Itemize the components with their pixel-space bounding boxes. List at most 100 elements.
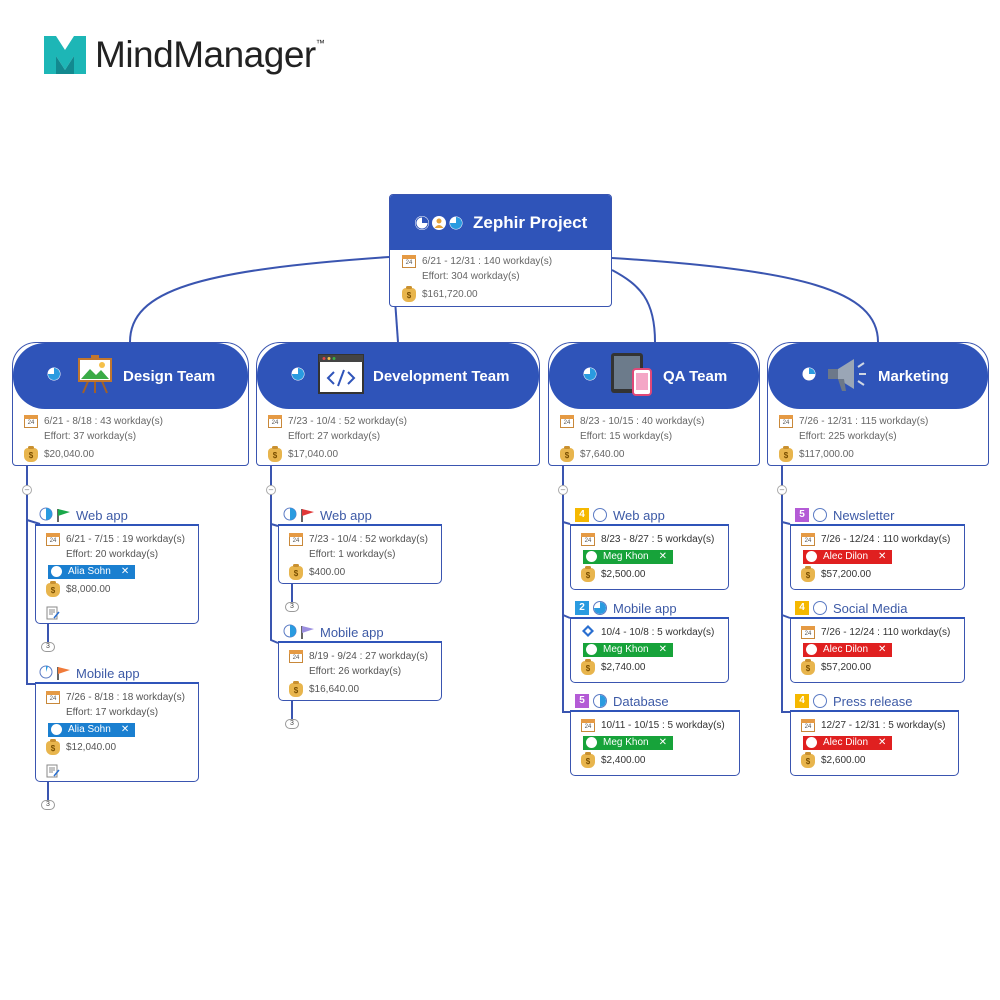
money-bag-icon: $ bbox=[581, 565, 595, 582]
subtopic-dates: 7/26 - 12/24 : 110 workday(s) bbox=[821, 627, 951, 638]
subtopic-design-mobile-app[interactable]: Mobile app bbox=[39, 664, 140, 682]
remove-resource-icon[interactable]: ✕ bbox=[878, 644, 887, 655]
jira-diamond-icon bbox=[581, 624, 595, 641]
collapsed-count[interactable]: 3 bbox=[285, 719, 299, 729]
team-effort: Effort: 15 workday(s) bbox=[580, 431, 673, 442]
team-dates: 7/26 - 12/31 : 115 workday(s) bbox=[799, 416, 929, 427]
subtopic-qa-web-app[interactable]: 4 Web app bbox=[575, 506, 665, 524]
resource-name: Alec Dilon bbox=[823, 551, 869, 562]
remove-resource-icon[interactable]: ✕ bbox=[120, 724, 130, 735]
remove-resource-icon[interactable]: ✕ bbox=[878, 551, 887, 562]
progress-75-icon bbox=[583, 367, 597, 386]
collapsed-count[interactable]: 3 bbox=[41, 642, 55, 652]
resource-tag-alec-dilon[interactable]: Alec Dilon ✕ bbox=[803, 642, 893, 657]
team-effort: Effort: 27 workday(s) bbox=[288, 431, 381, 442]
collapse-toggle[interactable]: – bbox=[266, 485, 276, 495]
remove-resource-icon[interactable]: ✕ bbox=[878, 737, 887, 748]
collapse-toggle[interactable]: – bbox=[22, 485, 32, 495]
progress-50-icon bbox=[283, 507, 297, 524]
resource-tag-alia-sohn[interactable]: Alia Sohn✕ bbox=[48, 722, 136, 737]
calendar-icon: 24 bbox=[779, 415, 793, 428]
remove-resource-icon[interactable]: ✕ bbox=[658, 644, 667, 655]
resource-tag-alia-sohn[interactable]: Alia Sohn ✕ bbox=[48, 564, 136, 579]
user-icon bbox=[51, 566, 62, 577]
money-bag-icon: $ bbox=[24, 445, 38, 462]
notes-icon[interactable] bbox=[46, 764, 60, 778]
money-bag-icon: $ bbox=[801, 658, 815, 675]
resource-name: Alec Dilon bbox=[823, 644, 869, 655]
subtopic-dates: 8/19 - 9/24 : 27 workday(s) bbox=[309, 651, 428, 662]
resource-tag-meg-khon[interactable]: Meg Khon✕ bbox=[583, 642, 673, 657]
progress-0-icon bbox=[813, 694, 827, 708]
subtopic-design-web-app[interactable]: Web app bbox=[39, 506, 128, 524]
subtopic-cost: $400.00 bbox=[309, 567, 346, 578]
priority-5-icon: 5 bbox=[795, 508, 809, 522]
team-dates: 6/21 - 8/18 : 43 workday(s) bbox=[44, 416, 163, 427]
money-bag-icon: $ bbox=[289, 680, 303, 697]
subtopic-effort: Effort: 26 workday(s) bbox=[309, 666, 402, 677]
subtopic-qa-database[interactable]: 5 Database bbox=[575, 692, 669, 710]
subtopic-cost: $2,600.00 bbox=[821, 755, 866, 766]
subtopic-qa-mobile-app[interactable]: 2 Mobile app bbox=[575, 599, 677, 617]
money-bag-icon: $ bbox=[801, 565, 815, 582]
user-icon bbox=[806, 737, 817, 748]
subtopic-marketing-newsletter[interactable]: 5 Newsletter bbox=[795, 506, 894, 524]
user-icon bbox=[806, 644, 817, 655]
progress-0-icon bbox=[593, 508, 607, 522]
remove-resource-icon[interactable]: ✕ bbox=[120, 566, 130, 577]
resource-name: Alia Sohn bbox=[68, 566, 111, 577]
money-bag-icon: $ bbox=[289, 563, 303, 580]
team-dates: 7/23 - 10/4 : 52 workday(s) bbox=[288, 416, 407, 427]
subtopic-dates: 8/23 - 8/27 : 5 workday(s) bbox=[601, 534, 715, 545]
subtopic-dates: 7/26 - 8/18 : 18 workday(s) bbox=[66, 692, 185, 703]
root-cost-row: $$161,720.00 bbox=[402, 285, 611, 302]
collapse-toggle[interactable]: – bbox=[777, 485, 787, 495]
subtopic-title: Web app bbox=[76, 507, 128, 523]
subtopic-dates: 12/27 - 12/31 : 5 workday(s) bbox=[821, 720, 946, 731]
collapsed-count[interactable]: 3 bbox=[41, 800, 55, 810]
subtopic-title: Web app bbox=[320, 507, 372, 523]
remove-resource-icon[interactable]: ✕ bbox=[658, 737, 667, 748]
subtopic-title: Web app bbox=[613, 507, 665, 523]
subtopic-dates: 6/21 - 7/15 : 19 workday(s) bbox=[66, 534, 185, 545]
subtopic-dev-mobile-app[interactable]: Mobile app bbox=[283, 623, 384, 641]
calendar-icon: 24 bbox=[24, 415, 38, 428]
user-icon bbox=[586, 644, 597, 655]
notes-icon[interactable] bbox=[46, 606, 60, 620]
subtopic-cost: $2,500.00 bbox=[601, 569, 646, 580]
calendar-icon: 24 bbox=[581, 533, 595, 546]
subtopic-cost: $57,200.00 bbox=[821, 569, 872, 580]
megaphone-icon bbox=[824, 353, 870, 400]
subtopic-dates: 10/4 - 10/8 : 5 workday(s) bbox=[601, 627, 715, 638]
remove-resource-icon[interactable]: ✕ bbox=[658, 551, 667, 562]
progress-75-icon bbox=[291, 367, 305, 386]
resource-tag-meg-khon[interactable]: Meg Khon✕ bbox=[583, 735, 673, 750]
subtopic-title: Database bbox=[613, 693, 669, 709]
team-title: QA Team bbox=[663, 367, 728, 385]
subtopic-dev-web-app[interactable]: Web app bbox=[283, 506, 372, 524]
calendar-icon: 24 bbox=[560, 415, 574, 428]
progress-50-icon bbox=[283, 624, 297, 641]
resource-tag-meg-khon[interactable]: Meg Khon✕ bbox=[583, 549, 673, 564]
subtopic-cost: $2,740.00 bbox=[601, 662, 646, 673]
collapsed-count[interactable]: 3 bbox=[285, 602, 299, 612]
money-bag-icon: $ bbox=[581, 751, 595, 768]
resource-tag-alec-dilon[interactable]: Alec Dilon✕ bbox=[803, 735, 893, 750]
collapse-toggle[interactable]: – bbox=[558, 485, 568, 495]
subtopic-dates: 10/11 - 10/15 : 5 workday(s) bbox=[601, 720, 725, 731]
subtopic-marketing-social-media[interactable]: 4 Social Media bbox=[795, 599, 907, 617]
resource-tag-alec-dilon[interactable]: Alec Dilon ✕ bbox=[803, 549, 893, 564]
person-icon bbox=[432, 215, 446, 230]
money-bag-icon: $ bbox=[268, 445, 282, 462]
subtopic-marketing-press-release[interactable]: 4 Press release bbox=[795, 692, 912, 710]
